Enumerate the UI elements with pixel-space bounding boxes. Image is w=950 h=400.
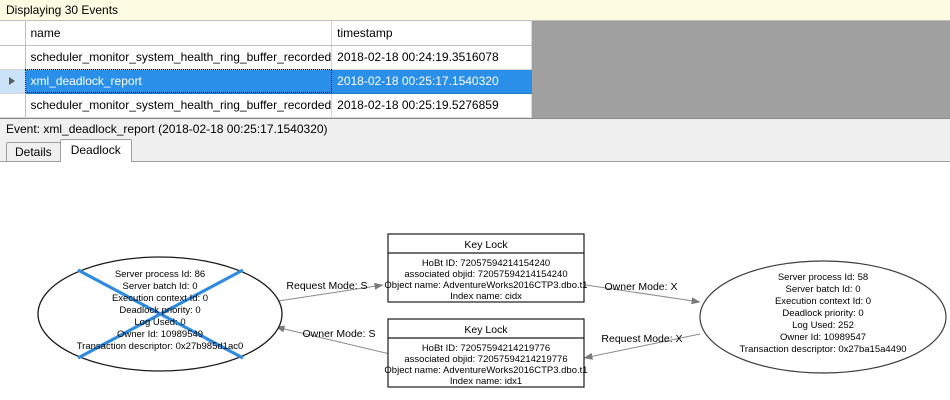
tab-deadlock[interactable]: Deadlock <box>59 139 132 162</box>
resource-top-line-3: Object name: AdventureWorks2016CTP3.dbo.… <box>384 280 587 291</box>
table-row[interactable]: scheduler_monitor_system_health_ring_buf… <box>0 93 533 118</box>
edge-bottom-owner-left <box>275 325 391 355</box>
process-left-line-4: Deadlock priority: 0 <box>119 305 200 316</box>
process-left-line-3: Execution context Id: 0 <box>112 293 208 304</box>
process-right-line-5: Log Used: 252 <box>792 320 854 331</box>
row-selector-cell[interactable] <box>0 69 26 94</box>
event-header-label: Event: xml_deadlock_report (2018-02-18 0… <box>6 122 328 136</box>
edge-left-request-top <box>271 282 384 303</box>
edge-top-owner-right <box>585 284 701 305</box>
resource-top-box[interactable] <box>387 233 585 303</box>
event-header-bar: Event: xml_deadlock_report (2018-02-18 0… <box>0 118 950 139</box>
row-selector-header <box>0 21 26 46</box>
cell-timestamp[interactable]: 2018-02-18 00:25:19.5276859 <box>331 93 533 118</box>
events-grid[interactable]: name timestamp scheduler_monitor_system_… <box>0 21 950 118</box>
process-right-line-2: Server batch Id: 0 <box>786 284 861 295</box>
detail-tabstrip: Details Deadlock <box>0 139 950 162</box>
process-node-right[interactable]: Server process Id: 58 Server batch Id: 0… <box>699 260 947 374</box>
process-node-left[interactable]: Server process Id: 86 Server batch Id: 0… <box>37 256 283 372</box>
column-header-timestamp[interactable]: timestamp <box>331 21 533 46</box>
process-left-line-2: Server batch Id: 0 <box>123 281 198 292</box>
events-count-banner: Displaying 30 Events <box>0 0 950 21</box>
resource-node-top[interactable]: Key Lock HoBt ID: 72057594214154240 asso… <box>384 233 588 303</box>
process-right-line-4: Deadlock priority: 0 <box>782 308 863 319</box>
cell-name[interactable]: scheduler_monitor_system_health_ring_buf… <box>25 93 333 118</box>
resource-bottom-title: Key Lock <box>464 324 508 336</box>
cell-name[interactable]: xml_deadlock_report <box>25 69 333 94</box>
deadlock-graph-canvas[interactable]: Server process Id: 86 Server batch Id: 0… <box>0 161 950 400</box>
process-right-line-1: Server process Id: 58 <box>778 272 868 283</box>
resource-top-line-2: associated objid: 72057594214154240 <box>404 269 567 280</box>
process-left-line-6: Owner Id: 10989549 <box>117 329 203 340</box>
cell-timestamp[interactable]: 2018-02-18 00:25:17.1540320 <box>331 69 533 94</box>
edge-label-top-owner-right: Owner Mode: X <box>605 281 678 293</box>
table-row-selected[interactable]: xml_deadlock_report 2018-02-18 00:25:17.… <box>0 69 533 94</box>
resource-bottom-line-2: associated objid: 72057594214219776 <box>404 354 567 365</box>
events-table-head: name timestamp <box>0 21 533 46</box>
row-selector-cell[interactable] <box>0 45 26 70</box>
deadlock-victim-cross-icon <box>77 268 244 360</box>
process-left-line-1: Server process Id: 86 <box>115 269 205 280</box>
resource-top-line-4: Index name: cidx <box>450 291 522 302</box>
resource-node-bottom[interactable]: Key Lock HoBt ID: 72057594214219776 asso… <box>384 318 588 388</box>
process-right-line-3: Execution context Id: 0 <box>775 296 871 307</box>
resource-bottom-line-1: HoBt ID: 72057594214219776 <box>422 343 550 354</box>
cell-name[interactable]: scheduler_monitor_system_health_ring_buf… <box>25 45 333 70</box>
resource-top-line-1: HoBt ID: 72057594214154240 <box>422 258 550 269</box>
table-row[interactable]: scheduler_monitor_system_health_ring_buf… <box>0 45 533 70</box>
process-ellipse-right[interactable] <box>699 260 947 374</box>
resource-bottom-box[interactable] <box>387 318 585 388</box>
process-left-line-7: Transaction descriptor: 0x27b985d1ac0 <box>77 341 244 352</box>
row-selector-cell[interactable] <box>0 93 26 118</box>
process-right-line-6: Owner Id: 10989547 <box>780 332 866 343</box>
table-header-row: name timestamp <box>0 21 533 46</box>
resource-bottom-line-3: Object name: AdventureWorks2016CTP3.dbo.… <box>384 365 587 376</box>
cell-timestamp[interactable]: 2018-02-18 00:24:19.3516078 <box>331 45 533 70</box>
events-table-body: scheduler_monitor_system_health_ring_buf… <box>0 45 533 118</box>
column-header-name[interactable]: name <box>25 21 333 46</box>
tab-details[interactable]: Details <box>6 142 61 162</box>
edge-label-bottom-owner-left: Owner Mode: S <box>303 328 376 340</box>
events-count-label: Displaying 30 Events <box>6 3 119 17</box>
events-table: name timestamp scheduler_monitor_system_… <box>0 21 533 118</box>
edge-label-right-request-bottom: Request Mode: X <box>601 333 682 345</box>
edge-right-request-bottom <box>583 333 701 360</box>
process-right-line-7: Transaction descriptor: 0x27ba15a4490 <box>739 344 906 355</box>
edge-label-left-request-top: Request Mode: S <box>286 280 367 292</box>
resource-top-title: Key Lock <box>464 239 508 251</box>
row-selector-arrow-icon <box>9 77 16 85</box>
process-left-line-5: Log Used: 0 <box>134 317 185 328</box>
resource-bottom-line-4: Index name: idx1 <box>450 376 522 387</box>
